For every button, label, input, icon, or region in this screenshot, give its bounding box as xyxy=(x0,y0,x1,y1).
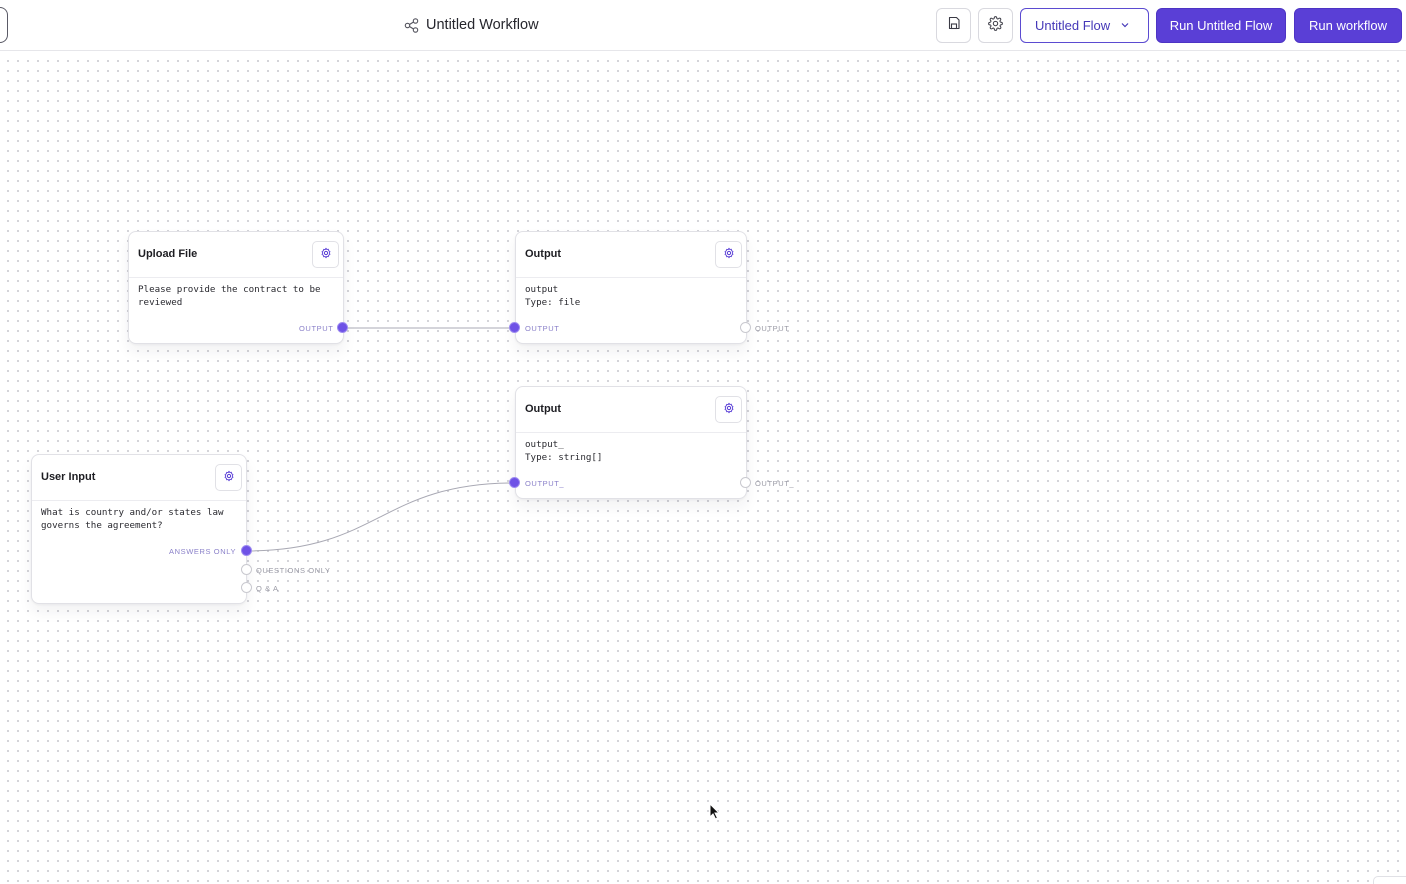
node-output-strings[interactable]: Output output_ Type: string[] xyxy=(515,386,747,499)
gear-icon xyxy=(988,15,1003,36)
node-settings-button[interactable] xyxy=(715,241,742,268)
node-title: Output xyxy=(525,248,562,260)
settings-button[interactable] xyxy=(978,8,1013,43)
flow-select-value: Untitled Flow xyxy=(1035,18,1111,33)
port-label-output: OUTPUT xyxy=(299,324,334,333)
sidebar-toggle-button[interactable] xyxy=(0,7,8,43)
questions-only-handle[interactable] xyxy=(241,564,252,575)
node-title: Upload File xyxy=(138,248,198,260)
gear-icon xyxy=(320,246,332,264)
port-label-questions-only: QUESTIONS ONLY xyxy=(256,566,331,575)
node-title: Output xyxy=(525,403,562,415)
node-settings-button[interactable] xyxy=(312,241,339,268)
q-and-a-handle[interactable] xyxy=(241,582,252,593)
node-description: What is country and/or states law govern… xyxy=(41,507,224,531)
node-description: Please provide the contract to be review… xyxy=(138,284,321,308)
port-label-output: OUTPUT_ xyxy=(755,479,795,488)
mouse-pointer-icon xyxy=(709,802,721,825)
save-button[interactable] xyxy=(936,8,971,43)
node-description: output_ Type: string[] xyxy=(525,439,603,463)
save-icon xyxy=(947,16,961,35)
port-label-q-and-a: Q & A xyxy=(256,584,279,593)
node-title: User Input xyxy=(41,471,96,483)
node-header: User Input xyxy=(32,455,246,501)
port-label-output: OUTPUT xyxy=(755,324,790,333)
port-label-input: OUTPUT_ xyxy=(525,479,565,488)
node-settings-button[interactable] xyxy=(715,396,742,423)
node-description: output Type: file xyxy=(525,284,581,308)
workflow-share-icon xyxy=(404,17,419,33)
flow-select-dropdown[interactable]: Untitled Flow xyxy=(1020,8,1149,43)
node-settings-button[interactable] xyxy=(215,464,242,491)
port-label-answers-only: ANSWERS ONLY xyxy=(169,547,237,556)
run-flow-button[interactable]: Run Untitled Flow xyxy=(1156,8,1286,43)
node-header: Output xyxy=(516,232,746,278)
chevron-down-icon xyxy=(1120,18,1130,33)
port-label-input: OUTPUT xyxy=(525,324,560,333)
node-header: Upload File xyxy=(129,232,343,278)
run-workflow-button[interactable]: Run workflow xyxy=(1294,8,1402,43)
gear-icon xyxy=(223,469,235,487)
canvas-controls-stub[interactable] xyxy=(1373,876,1406,884)
workflow-title: Untitled Workflow xyxy=(404,15,539,35)
top-bar: Untitled Workflow Untitled Flow Run Unti… xyxy=(0,0,1406,51)
gear-icon xyxy=(723,246,735,264)
answers-only-handle[interactable] xyxy=(241,545,252,556)
workflow-title-text: Untitled Workflow xyxy=(426,17,539,33)
node-upload-file[interactable]: Upload File Please provide the contract … xyxy=(128,231,344,344)
output-handle[interactable] xyxy=(337,322,348,333)
input-handle[interactable] xyxy=(509,477,520,488)
gear-icon xyxy=(723,401,735,419)
output-handle[interactable] xyxy=(740,322,751,333)
node-output-file[interactable]: Output output Type: file xyxy=(515,231,747,344)
node-header: Output xyxy=(516,387,746,433)
input-handle[interactable] xyxy=(509,322,520,333)
output-handle[interactable] xyxy=(740,477,751,488)
node-user-input[interactable]: User Input What is country and/or states… xyxy=(31,454,247,604)
